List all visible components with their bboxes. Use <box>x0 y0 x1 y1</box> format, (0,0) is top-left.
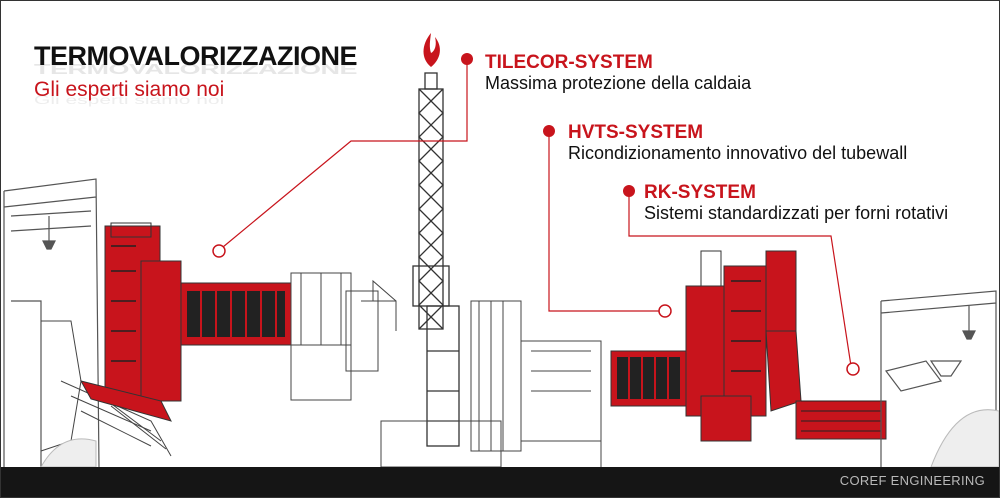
hvts-marker <box>543 125 555 137</box>
title-reflection: TERMOVALORIZZAZIONE <box>34 61 357 78</box>
right-boiler <box>610 250 887 442</box>
callout-rk-description: Sistemi standardizzati per forni rotativ… <box>644 203 949 223</box>
tilecor-target <box>212 244 226 258</box>
callout-lines <box>222 59 852 367</box>
central-equipment <box>380 300 602 468</box>
left-boiler <box>80 222 292 422</box>
tilecor-marker <box>461 53 473 65</box>
callout-markers <box>461 53 635 197</box>
filter-house-left <box>290 272 397 401</box>
rk-marker <box>623 185 635 197</box>
left-building <box>3 178 100 468</box>
company-credit: COREF ENGINEERING <box>839 473 985 488</box>
callout-hvts-name: HVTS-SYSTEM <box>568 122 704 143</box>
ground-bar: COREF ENGINEERING <box>1 467 999 497</box>
callout-hvts-description: Ricondizionamento innovativo del tubewal… <box>568 143 908 163</box>
target-rings <box>212 244 860 376</box>
callout-tilecor-description: Massima protezione della caldaia <box>485 73 752 93</box>
page-title: TERMOVALORIZZAZIONE <box>34 41 357 71</box>
rk-target <box>846 362 860 376</box>
stockpiles <box>40 409 999 468</box>
chimney <box>412 72 460 447</box>
subtitle-reflection: Gli esperti siamo noi <box>34 94 225 107</box>
hvts-target <box>658 304 672 318</box>
callout-rk: RK-SYSTEM Sistemi standardizzati per for… <box>644 182 949 224</box>
flame-icon <box>423 33 440 67</box>
callout-hvts: HVTS-SYSTEM Ricondizionamento innovativo… <box>568 122 908 164</box>
callout-tilecor-name: TILECOR-SYSTEM <box>485 52 653 73</box>
callout-tilecor: TILECOR-SYSTEM Massima protezione della … <box>485 52 752 94</box>
right-building <box>880 290 997 467</box>
page-subtitle: Gli esperti siamo noi <box>34 78 225 101</box>
callout-rk-name: RK-SYSTEM <box>644 182 756 203</box>
